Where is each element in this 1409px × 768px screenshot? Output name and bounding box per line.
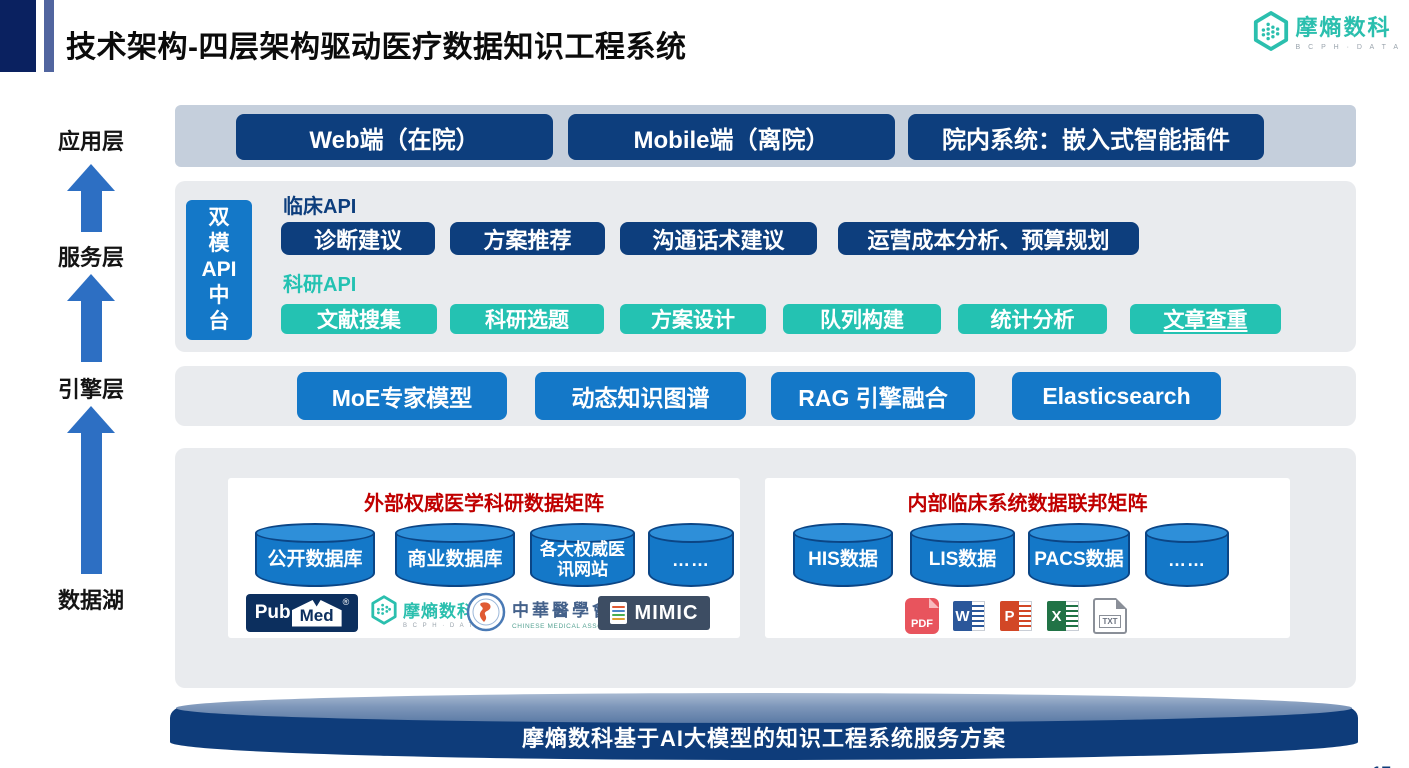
engine-item-elasticsearch: Elasticsearch — [1012, 372, 1221, 420]
mobi-data-logo: 摩熵数科 B C P H · D A T A — [370, 594, 484, 631]
txt-file-icon: TXT — [1093, 598, 1127, 634]
external-data-panel: 外部权威医学科研数据矩阵 公开数据库 商业数据库 各大权威医讯网站 …… Pub… — [228, 478, 740, 638]
internal-data-panel: 内部临床系统数据联邦矩阵 HIS数据 LIS数据 PACS数据 …… PDF W… — [765, 478, 1290, 638]
powerpoint-file-icon: P — [999, 598, 1033, 634]
research-api-item: 队列构建 — [783, 304, 941, 334]
research-api-item: 文章查重 — [1130, 304, 1281, 334]
logo-subtitle: B C P H · D A T A — [1295, 44, 1401, 51]
database-cylinder: LIS数据 — [910, 523, 1015, 587]
database-cylinder: HIS数据 — [793, 523, 893, 587]
database-cylinder: …… — [648, 523, 734, 587]
bottom-banner: 摩熵数科基于AI大模型的知识工程系统服务方案 — [170, 693, 1358, 763]
clinical-api-item: 诊断建议 — [281, 222, 435, 255]
file-type-icons: PDF W P X TXT — [905, 598, 1127, 634]
title-accent-square — [0, 0, 36, 72]
title-accent-bar — [44, 0, 54, 72]
database-cylinder: 各大权威医讯网站 — [530, 523, 635, 587]
research-api-item: 方案设计 — [620, 304, 766, 334]
clinical-api-item: 沟通话术建议 — [620, 222, 817, 255]
banner-text: 摩熵数科基于AI大模型的知识工程系统服务方案 — [521, 726, 1006, 751]
research-api-label: 科研API — [283, 274, 357, 296]
research-api-item: 科研选题 — [450, 304, 604, 334]
up-arrow-icon — [67, 274, 115, 362]
layer-label-datalake: 数据湖 — [57, 588, 124, 613]
logo-name: 摩熵数科 — [1295, 15, 1392, 40]
page-title: 技术架构-四层架构驱动医疗数据知识工程系统 — [66, 31, 687, 64]
clinical-api-item: 运营成本分析、预算规划 — [838, 222, 1139, 255]
mobile-client-box: Mobile端（离院） — [568, 114, 895, 160]
company-logo: 摩熵数科 B C P H · D A T A — [1252, 10, 1401, 57]
clinical-api-label: 临床API — [283, 196, 357, 218]
up-arrow-icon — [67, 406, 115, 574]
layer-label-service: 服务层 — [57, 245, 124, 270]
document-lines-icon — [609, 602, 627, 624]
engine-item-knowledge-graph: 动态知识图谱 — [535, 372, 746, 420]
pubmed-logo: Pub Med ® — [246, 594, 358, 632]
word-file-icon: W — [952, 598, 986, 634]
database-cylinder: PACS数据 — [1028, 523, 1130, 587]
open-book-icon: Med — [291, 600, 342, 627]
database-cylinder: …… — [1145, 523, 1229, 587]
page-number: 17 — [1372, 763, 1391, 768]
research-api-item: 文献搜集 — [281, 304, 437, 334]
web-client-box: Web端（在院） — [236, 114, 553, 160]
hexagon-data-icon — [370, 594, 398, 631]
layer-label-application: 应用层 — [57, 129, 124, 154]
clinical-api-item: 方案推荐 — [450, 222, 605, 255]
cma-badge-icon — [466, 592, 506, 637]
external-panel-title: 外部权威医学科研数据矩阵 — [364, 493, 604, 515]
internal-panel-title: 内部临床系统数据联邦矩阵 — [907, 493, 1148, 515]
layer-label-engine: 引擎层 — [57, 377, 124, 402]
engine-item-rag: RAG 引擎融合 — [771, 372, 975, 420]
banner-top-ellipse — [176, 693, 1352, 723]
hospital-plugin-box: 院内系统：嵌入式智能插件 — [908, 114, 1264, 160]
mimic-logo: MIMIC — [598, 596, 710, 630]
research-api-item: 统计分析 — [958, 304, 1107, 334]
pdf-file-icon: PDF — [905, 598, 939, 634]
database-cylinder: 公开数据库 — [255, 523, 375, 587]
hexagon-data-icon — [1252, 10, 1290, 57]
database-cylinder: 商业数据库 — [395, 523, 515, 587]
up-arrow-icon — [67, 164, 115, 232]
excel-file-icon: X — [1046, 598, 1080, 634]
cma-logo-text: 中華醫學會 CHINESE MEDICAL ASSOCIATION — [512, 601, 633, 630]
engine-item-moe: MoE专家模型 — [297, 372, 507, 420]
